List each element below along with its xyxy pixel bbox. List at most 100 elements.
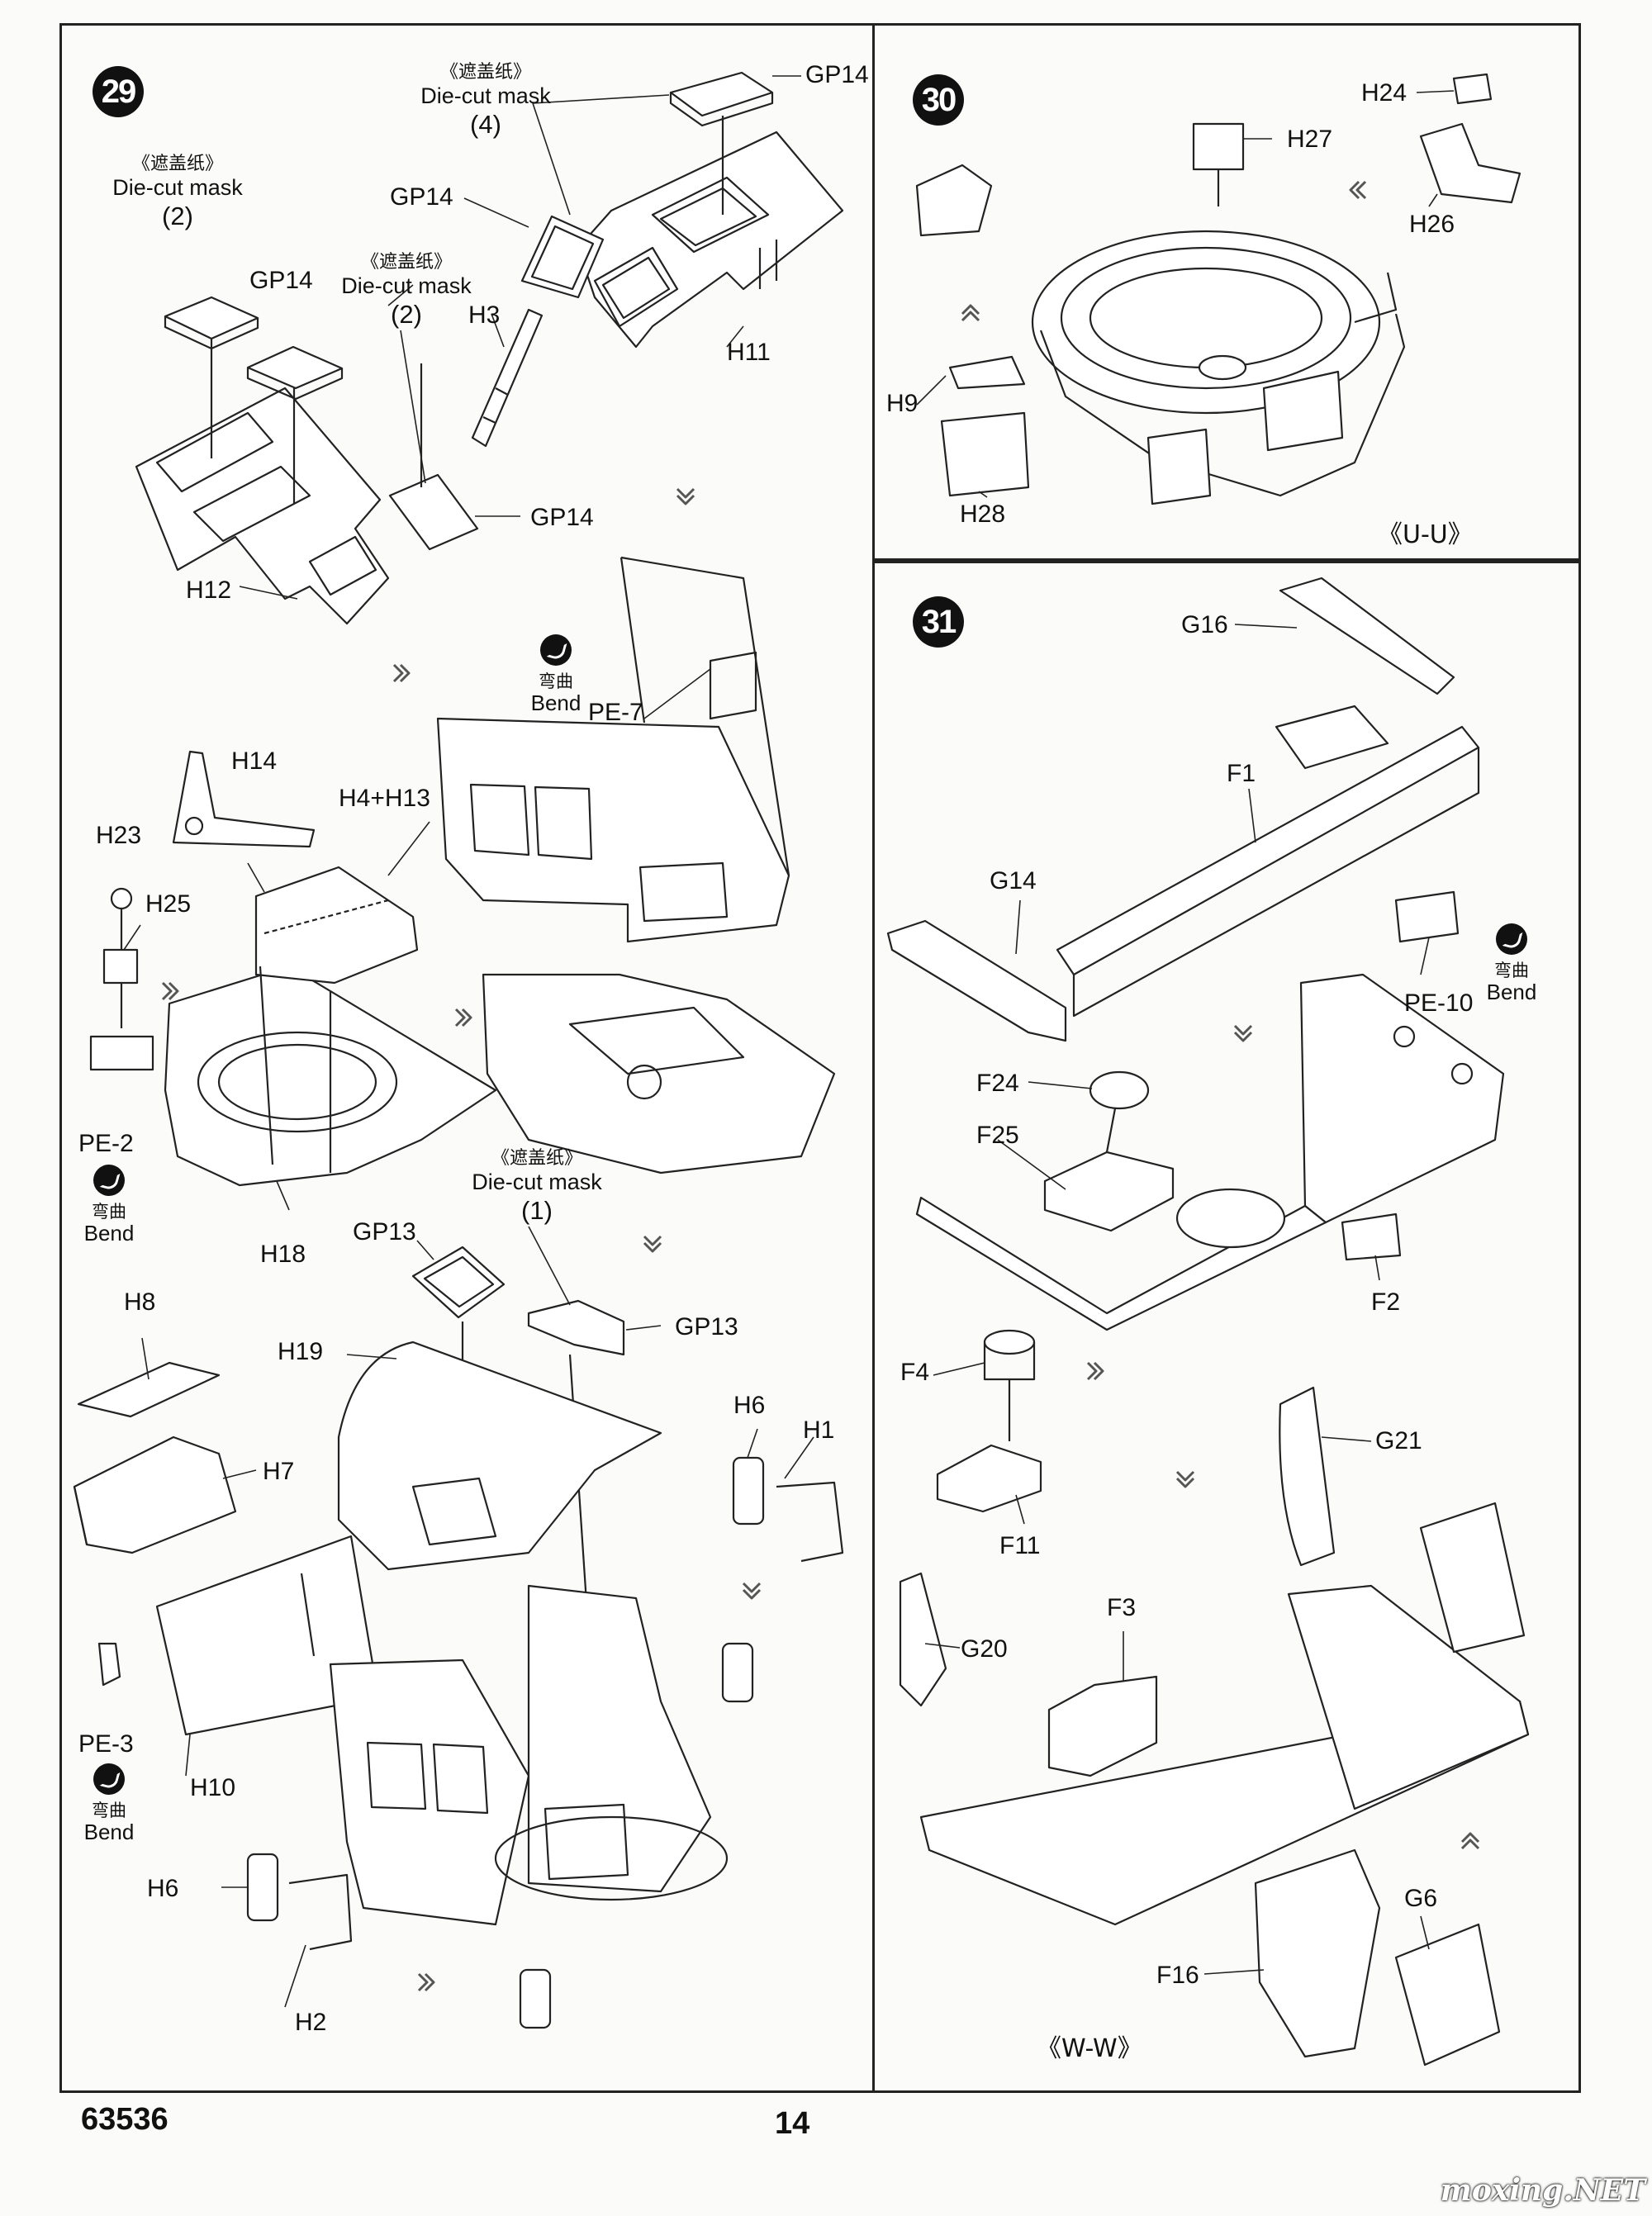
- mask-label-2b: 《遮盖纸》 Die-cut mask (2): [316, 252, 497, 330]
- mask-label-2a: 《遮盖纸》 Die-cut mask (2): [91, 154, 264, 231]
- label-h24: H24: [1361, 79, 1408, 107]
- g16-part: [1279, 577, 1455, 695]
- mask-cn: 《遮盖纸》: [360, 252, 452, 273]
- label-f11: F11: [999, 1532, 1041, 1559]
- bend-mark-pe10: 弯曲 Bend: [1479, 923, 1545, 1005]
- bend-mark-pe3: 弯曲 Bend: [76, 1763, 142, 1845]
- label-g20: G20: [961, 1635, 1008, 1663]
- label-f2: F2: [1371, 1288, 1401, 1316]
- mask-en: Die-cut mask: [341, 273, 472, 298]
- pe3-part: [97, 1642, 121, 1687]
- h14-part: [172, 750, 316, 848]
- label-pe3: PE-3: [78, 1730, 134, 1758]
- mask-en: Die-cut mask: [420, 83, 551, 108]
- label-h9: H9: [886, 390, 919, 417]
- lower-superstructure: [329, 1584, 729, 1926]
- label-gp14-left: GP14: [249, 267, 313, 294]
- label-pe10: PE-10: [1404, 989, 1474, 1017]
- direction-arrows: [161, 180, 1480, 1992]
- gp14-left-part: [520, 215, 605, 299]
- step-30-panel: [872, 23, 1581, 563]
- bend-icon: [93, 1165, 125, 1196]
- label-g21: G21: [1375, 1427, 1422, 1454]
- label-g16: G16: [1181, 611, 1228, 638]
- bend-cn: 弯曲: [539, 671, 573, 691]
- step-badge-30: 30: [913, 74, 964, 126]
- h19-part: [337, 1341, 662, 1571]
- label-h26: H26: [1409, 211, 1455, 238]
- bend-en: Bend: [83, 1820, 135, 1845]
- label-f4: F4: [900, 1359, 930, 1386]
- h27-part: [1192, 122, 1245, 206]
- label-h6-lower: H6: [147, 1875, 179, 1902]
- h6-h2-parts: [246, 1853, 353, 1951]
- view-label-ww: 《W-W》: [1037, 2034, 1142, 2063]
- h8-part: [77, 1361, 221, 1418]
- label-h11: H11: [727, 339, 771, 366]
- label-h12: H12: [186, 577, 232, 604]
- hull-frame-31: [915, 973, 1505, 1331]
- label-f16: F16: [1156, 1962, 1199, 1989]
- f2-part: [1341, 1212, 1402, 1261]
- step-31-panel: [872, 558, 1581, 2093]
- bend-icon: [93, 1763, 125, 1795]
- gp14-top-part: [669, 71, 774, 127]
- hull-superstructure: [436, 556, 836, 1174]
- label-h28: H28: [960, 501, 1006, 528]
- bend-en: Bend: [530, 690, 582, 716]
- label-h19: H19: [278, 1338, 324, 1365]
- f1-frame: [1056, 705, 1480, 1018]
- label-h2: H2: [295, 2009, 327, 2036]
- f16-part: [1254, 1848, 1381, 2058]
- label-h25: H25: [145, 890, 192, 918]
- h6-h1-parts: [732, 1456, 844, 1563]
- label-h4-h13: H4+H13: [339, 785, 430, 812]
- mask-qty: (4): [470, 109, 501, 139]
- mask-en: Die-cut mask: [472, 1169, 602, 1194]
- label-h7: H7: [263, 1458, 295, 1485]
- h3-part: [471, 308, 544, 448]
- pe10-part: [1394, 890, 1460, 943]
- bend-icon: [1496, 923, 1527, 955]
- step-badge-31: 31: [913, 596, 964, 648]
- h24-part: [1452, 73, 1493, 105]
- step-badge-29: 29: [93, 66, 144, 117]
- bend-en: Bend: [83, 1221, 135, 1246]
- h23-h25-parts: [102, 887, 139, 1028]
- label-h14: H14: [231, 747, 278, 775]
- view-label-uu: 《U-U》: [1378, 520, 1473, 549]
- g20-part: [899, 1572, 947, 1707]
- label-f24: F24: [976, 1070, 1019, 1097]
- label-gp13-a: GP13: [353, 1218, 416, 1246]
- label-h8: H8: [124, 1288, 156, 1316]
- bend-cn: 弯曲: [92, 1201, 126, 1222]
- label-g14: G14: [990, 867, 1037, 894]
- bend-icon: [540, 634, 572, 666]
- bend-cn: 弯曲: [1494, 960, 1529, 980]
- h7-part: [73, 1435, 237, 1554]
- h11-part: [577, 130, 844, 349]
- g21-part: [1279, 1386, 1336, 1567]
- label-h18: H18: [260, 1241, 306, 1268]
- label-gp14-top: GP14: [805, 61, 869, 88]
- label-gp14-right: GP14: [530, 504, 594, 531]
- label-pe7: PE-7: [588, 699, 643, 726]
- g6-part: [1394, 1923, 1501, 2067]
- mask-cn: 《遮盖纸》: [131, 154, 223, 174]
- bend-en: Bend: [1486, 980, 1537, 1005]
- label-h23: H23: [96, 822, 142, 849]
- step-29-panel: [59, 23, 873, 2093]
- leader-lines: [123, 75, 1455, 2008]
- hull-frame-31-lower: [919, 1502, 1530, 1926]
- product-code: 63536: [81, 2102, 169, 2137]
- bend-cn: 弯曲: [92, 1800, 126, 1820]
- h9-h28-parts: [940, 355, 1030, 497]
- gp13-masks: [411, 1246, 625, 1356]
- label-g6: G6: [1404, 1885, 1438, 1912]
- mask-en: Die-cut mask: [112, 174, 243, 200]
- mask-qty: (2): [162, 201, 193, 230]
- mask-cn: 《遮盖纸》: [491, 1148, 582, 1169]
- f3-part: [1047, 1675, 1158, 1777]
- mask-label-1: 《遮盖纸》 Die-cut mask (1): [446, 1148, 628, 1226]
